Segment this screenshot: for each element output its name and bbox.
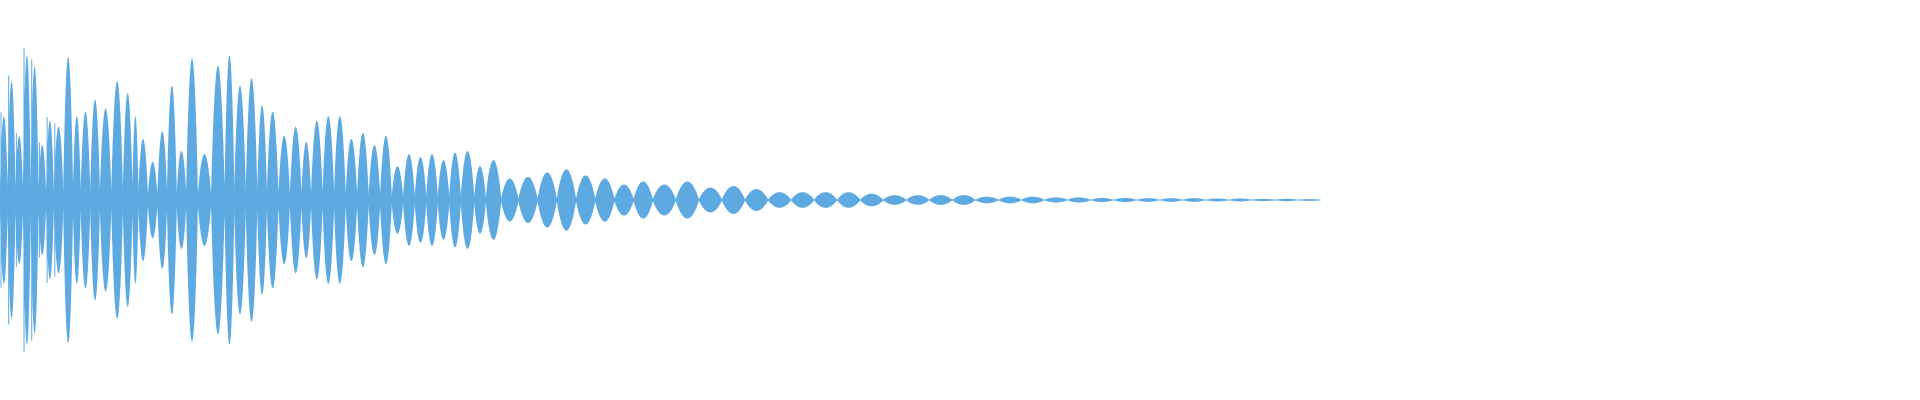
waveform-burst bbox=[1112, 197, 1138, 203]
waveform-burst bbox=[137, 139, 149, 261]
waveform-burst bbox=[132, 116, 139, 284]
waveform-burst bbox=[245, 78, 258, 322]
waveform-burst bbox=[744, 189, 769, 211]
waveform-burst bbox=[197, 154, 212, 246]
waveform-burst bbox=[460, 151, 475, 249]
waveform-burst bbox=[437, 160, 450, 240]
waveform-burst bbox=[537, 172, 558, 228]
waveform-burst bbox=[575, 175, 596, 225]
waveform-burst bbox=[72, 116, 81, 284]
waveform-burst bbox=[518, 177, 538, 223]
waveform-burst bbox=[905, 195, 930, 205]
waveform-burst bbox=[859, 193, 884, 207]
waveform-burst bbox=[176, 151, 187, 249]
waveform-burst bbox=[928, 195, 953, 205]
waveform-burst bbox=[89, 99, 101, 301]
waveform-burst bbox=[256, 105, 268, 295]
waveform-burst bbox=[266, 111, 279, 289]
waveform-burst bbox=[614, 184, 634, 216]
waveform-burst bbox=[1066, 197, 1092, 203]
waveform-burst bbox=[882, 195, 907, 205]
waveform-burst bbox=[652, 184, 677, 216]
waveform-burst bbox=[322, 116, 335, 284]
waveform-burst bbox=[1297, 199, 1321, 201]
waveform-burst bbox=[157, 131, 168, 269]
waveform-burst bbox=[473, 166, 487, 234]
waveform-burst bbox=[425, 154, 439, 246]
waveform-burst bbox=[1089, 197, 1115, 203]
waveform-burst bbox=[402, 154, 416, 246]
waveform-burst bbox=[1158, 198, 1184, 202]
waveform-burst bbox=[1274, 198, 1298, 202]
waveform-burst bbox=[224, 55, 235, 345]
waveform-burst bbox=[122, 93, 133, 307]
waveform-burst bbox=[675, 181, 700, 219]
waveform-burst bbox=[974, 196, 1000, 204]
waveform-burst bbox=[1251, 198, 1275, 202]
waveform-burst bbox=[721, 186, 746, 214]
waveform-burst bbox=[233, 85, 247, 315]
waveform-burst bbox=[414, 157, 427, 243]
waveform-burst bbox=[1205, 198, 1229, 202]
waveform-burst bbox=[301, 142, 312, 258]
waveform-burst bbox=[147, 162, 158, 238]
waveform-burst bbox=[813, 192, 838, 208]
waveform-burst bbox=[790, 192, 815, 208]
waveform-burst bbox=[1181, 198, 1207, 202]
waveform-burst bbox=[210, 65, 225, 335]
waveform-burst bbox=[997, 196, 1023, 204]
waveform-burst bbox=[1135, 198, 1161, 202]
waveform-burst bbox=[391, 166, 404, 234]
waveform-burst bbox=[166, 85, 177, 315]
waveform-burst bbox=[1020, 196, 1046, 204]
waveform-burst bbox=[633, 181, 654, 219]
waveform-burst bbox=[500, 178, 519, 222]
waveform-burst bbox=[80, 111, 91, 289]
waveform-burst bbox=[333, 116, 346, 284]
waveform-burst bbox=[356, 132, 369, 268]
waveform-burst bbox=[310, 121, 323, 279]
waveform-burst bbox=[698, 187, 723, 213]
waveform-burst bbox=[1043, 197, 1069, 203]
waveform-burst bbox=[1228, 198, 1252, 202]
waveform-burst bbox=[951, 195, 976, 205]
waveform-burst bbox=[368, 145, 381, 255]
waveform-burst bbox=[99, 108, 112, 292]
waveform-burst bbox=[767, 192, 792, 208]
waveform-burst bbox=[289, 127, 302, 273]
waveform-burst bbox=[379, 135, 392, 265]
waveform-burst bbox=[556, 169, 577, 231]
waveform-burst bbox=[111, 81, 124, 319]
waveform-burst bbox=[278, 135, 291, 265]
waveform-burst bbox=[448, 152, 462, 248]
waveform-burst bbox=[836, 192, 861, 208]
waveform-burst bbox=[345, 139, 358, 261]
waveform-burst bbox=[63, 56, 74, 344]
waveform-burst bbox=[594, 178, 615, 222]
waveform-burst bbox=[485, 160, 502, 240]
